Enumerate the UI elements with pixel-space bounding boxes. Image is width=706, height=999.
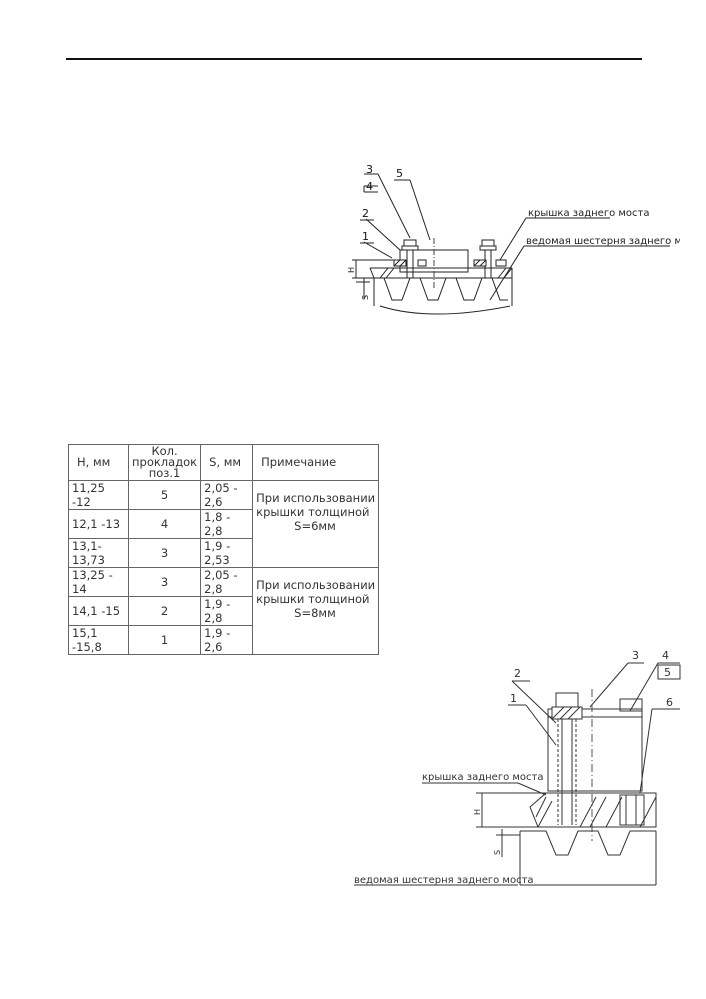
bolt-right-top	[479, 239, 497, 278]
col-header-note: Примечание	[252, 444, 380, 481]
cell-h: 14,1 -15	[68, 596, 129, 626]
cell-h: 11,25 -12	[68, 480, 129, 510]
col-header-count-l2: прокладок	[132, 455, 198, 469]
callout-2b: 2	[514, 667, 521, 680]
label-cover-top: крышка заднего моста	[528, 208, 650, 219]
cell-s: 1,8 - 2,8	[200, 509, 254, 539]
cell-h: 13,25 - 14	[68, 567, 129, 597]
cell-count: 3	[127, 567, 202, 597]
cell-count: 1	[127, 625, 202, 655]
cell-note: При использовании крышки толщиной S=8мм	[252, 567, 380, 655]
top-assembly-diagram: 3 4 5 2 1 крышка заднего моста ведомая ш…	[347, 163, 680, 315]
cell-s: 1,9 - 2,8	[200, 596, 254, 626]
col-header-count-l1: Кол.	[151, 444, 178, 458]
callout-3b: 3	[632, 649, 639, 662]
table-row: 12,1 -13 4 1,8 - 2,8	[68, 509, 379, 539]
col-header-count-l3: поз.1	[148, 466, 181, 480]
table-row: 15,1 -15,8 1 1,9 - 2,6	[68, 625, 379, 655]
cell-note: При использовании крышки толщиной S=6мм	[252, 480, 380, 568]
note-line: крышки толщиной	[256, 592, 370, 606]
col-header-count: Кол. прокладок поз.1	[127, 444, 202, 481]
label-gear-top: ведомая шестерня заднего моста	[526, 236, 680, 247]
table-row: 13,25 - 14 3 2,05 - 2,8 При использовани…	[68, 567, 380, 655]
bolt-left-bottom	[551, 692, 583, 825]
col-header-h: H, мм	[68, 444, 129, 481]
bolt-left-top	[401, 239, 419, 278]
label-gear-bottom: ведомая шестерня заднего моста	[354, 875, 534, 886]
cell-s: 1,9 - 2,53	[200, 538, 254, 568]
callout-6b: 6	[666, 696, 673, 709]
callout-2: 2	[362, 207, 369, 220]
callout-3: 3	[366, 163, 373, 176]
callout-5: 5	[396, 167, 403, 180]
callout-5b: 5	[664, 666, 671, 679]
dim-h-bottom: H	[473, 809, 482, 815]
note-line: S=6мм	[294, 519, 336, 533]
callout-3-4-box	[363, 173, 378, 193]
bolt-right-bottom	[619, 698, 643, 825]
note-line: При использовании	[256, 491, 376, 505]
callout-1: 1	[362, 230, 369, 243]
cover-part-bottom	[547, 708, 643, 792]
note-line: S=8мм	[294, 606, 336, 620]
label-cover-bottom: крышка заднего моста	[422, 772, 544, 783]
dim-s-top: S	[361, 295, 370, 300]
table-row: 11,25 -12 5 2,05 - 2,6 При использовании…	[68, 480, 380, 568]
bottom-assembly-diagram: 2 1 3 4 5 6 крышка заднего моста	[354, 649, 681, 886]
cell-h: 15,1 -15,8	[68, 625, 129, 655]
cell-h: 12,1 -13	[68, 509, 129, 539]
callout-4: 4	[366, 180, 373, 193]
note-line: При использовании	[256, 578, 376, 592]
header-rule	[66, 58, 642, 60]
cell-s: 2,05 - 2,6	[200, 480, 254, 510]
cell-count: 2	[127, 596, 202, 626]
cell-s: 1,9 - 2,6	[200, 625, 254, 655]
callout-1b: 1	[510, 692, 517, 705]
cell-count: 4	[127, 509, 202, 539]
dim-s-bottom: S	[493, 850, 502, 855]
cell-h: 13,1-13,73	[68, 538, 129, 568]
table-row: 14,1 -15 2 1,9 - 2,8	[68, 596, 379, 626]
cell-count: 5	[127, 480, 202, 510]
cell-s: 2,05 - 2,8	[200, 567, 254, 597]
note-line: крышки толщиной	[256, 505, 370, 519]
col-header-s: S, мм	[200, 444, 254, 481]
table-row: 13,1-13,73 3 1,9 - 2,53	[68, 538, 379, 568]
dim-h-top: H	[347, 267, 356, 273]
cell-count: 3	[127, 538, 202, 568]
shim-table: H, мм Кол. прокладок поз.1 S, мм Примеча…	[68, 444, 380, 655]
callout-4b: 4	[662, 649, 669, 662]
